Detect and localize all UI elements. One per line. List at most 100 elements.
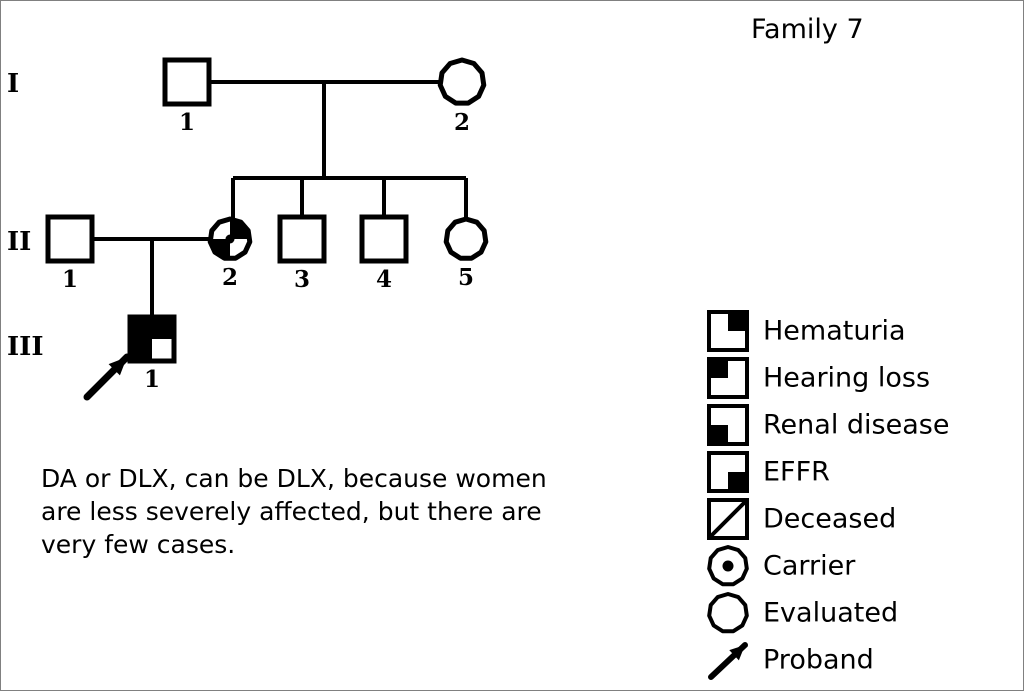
legend-quadrant-bl (709, 425, 728, 444)
symbol-square-outline (162, 57, 212, 107)
quadrant-tr (302, 217, 324, 239)
arrow-head (108, 357, 127, 376)
proband-arrow-icon (83, 353, 131, 401)
note-line-3: very few cases. (41, 530, 235, 559)
legend-label: Hearing loss (763, 363, 930, 394)
individual-ii-3[interactable]: 3 (277, 214, 327, 293)
legend-quadrant-tr (728, 406, 747, 425)
legend-item-carrier[interactable]: Carrier (707, 545, 856, 587)
symbol-square-outline (359, 214, 409, 264)
legend-label: Deceased (763, 504, 896, 535)
quadrant-br (187, 82, 209, 104)
legend-square-outline (707, 451, 749, 493)
legend-item-effr[interactable]: EFFR (707, 451, 830, 493)
individual-ii-4[interactable]: 4 (359, 214, 409, 293)
generation-label-i: I (7, 69, 19, 99)
quadrant-fills (362, 217, 406, 261)
legend-item-renal-disease[interactable]: Renal disease (707, 404, 949, 446)
generation-label-iii: III (7, 332, 44, 362)
quadrant-bl (130, 339, 152, 361)
individual-iii-1[interactable]: 1 (127, 314, 177, 393)
legend-quadrant-bl (709, 472, 728, 491)
individual-i-2[interactable]: 2 (437, 57, 487, 136)
quadrant-bl (48, 239, 70, 261)
legend-quadrant-tl (709, 453, 728, 472)
symbol-circle-outline (207, 216, 253, 261)
individual-ii-2[interactable]: 2 (207, 216, 253, 291)
individual-i-1[interactable]: 1 (162, 57, 212, 136)
legend-quadrant-tl (709, 312, 728, 331)
quadrant-fills (48, 217, 92, 261)
individual-number-iii-1: 1 (144, 366, 160, 393)
symbol-circle-outline (437, 57, 487, 106)
legend-quadrant-bl (709, 378, 728, 397)
quadrant-tr (152, 317, 174, 339)
quadrant-tr (384, 217, 406, 239)
legend-square-outline (707, 404, 749, 446)
legend-quadrant-bl (709, 331, 728, 350)
quadrant-tr (70, 217, 92, 239)
legend-label: EFFR (763, 457, 830, 488)
quadrant-bl (280, 239, 302, 261)
individual-ii-5[interactable]: 5 (443, 216, 489, 291)
legend-label: Proband (763, 645, 874, 676)
legend-quadrant-tr (728, 312, 747, 331)
quadrant-bl (362, 239, 384, 261)
legend-label: Evaluated (763, 598, 898, 629)
annotation-note: DA or DLX, can be DLX, because women are… (41, 464, 547, 559)
figure-title: Family 7 (751, 14, 864, 45)
carrier-center-dot (722, 560, 734, 572)
quadrant-fills (165, 60, 209, 104)
legend-square-outline (707, 310, 749, 352)
legend-quadrant-br (728, 378, 747, 397)
quadrant-tr (187, 60, 209, 82)
note-line-1: DA or DLX, can be DLX, because women (41, 464, 547, 493)
quadrant-fills (280, 217, 324, 261)
legend-label: Renal disease (763, 410, 949, 441)
individual-number-ii-5: 5 (458, 264, 474, 291)
individual-number-ii-4: 4 (376, 266, 392, 293)
legend-item-deceased[interactable]: Deceased (707, 498, 896, 540)
quadrant-tl (130, 317, 152, 339)
generation-label-ii: II (7, 227, 31, 257)
quadrant-tl (48, 217, 70, 239)
legend-item-hematuria[interactable]: Hematuria (707, 310, 906, 352)
individual-number-ii-2: 2 (222, 264, 238, 291)
pedigree-connectors (92, 80, 468, 317)
symbol-circle-outline (443, 216, 489, 261)
individual-number-ii-3: 3 (294, 266, 310, 293)
legend-item-hearing-loss[interactable]: Hearing loss (707, 357, 930, 399)
pedigree-individuals: 1 2 1 2 3 4 5 1 (45, 57, 489, 393)
individual-number-i-1: 1 (179, 109, 195, 136)
quadrant-br (384, 239, 406, 261)
individual-ii-1[interactable]: 1 (45, 214, 95, 293)
individual-number-i-2: 2 (454, 109, 470, 136)
legend-item-evaluated[interactable]: Evaluated (707, 592, 898, 634)
symbol-square-outline (277, 214, 327, 264)
symbol-square-outline (127, 314, 177, 364)
quadrant-tl (280, 217, 302, 239)
quadrant-br (302, 239, 324, 261)
legend-quadrant-tr (728, 359, 747, 378)
quadrant-tl (165, 60, 187, 82)
evaluated-circle-icon (707, 592, 749, 634)
proband-arrow-marker (83, 353, 131, 401)
quadrant-tl (362, 217, 384, 239)
quadrant-bl (165, 82, 187, 104)
legend-square-outline (707, 357, 749, 399)
note-line-2: are less severely affected, but there ar… (41, 497, 542, 526)
legend-item-proband[interactable]: Proband (708, 642, 874, 680)
deceased-slash (708, 499, 748, 539)
proband-arrow-head (729, 645, 745, 661)
quadrant-br (152, 339, 174, 361)
legend-quadrant-tl (709, 359, 728, 378)
legend-quadrant-tr (728, 453, 747, 472)
quadrant-br (70, 239, 92, 261)
individual-number-ii-1: 1 (62, 266, 78, 293)
legend-quadrant-br (728, 425, 747, 444)
legend-label: Carrier (763, 551, 856, 582)
